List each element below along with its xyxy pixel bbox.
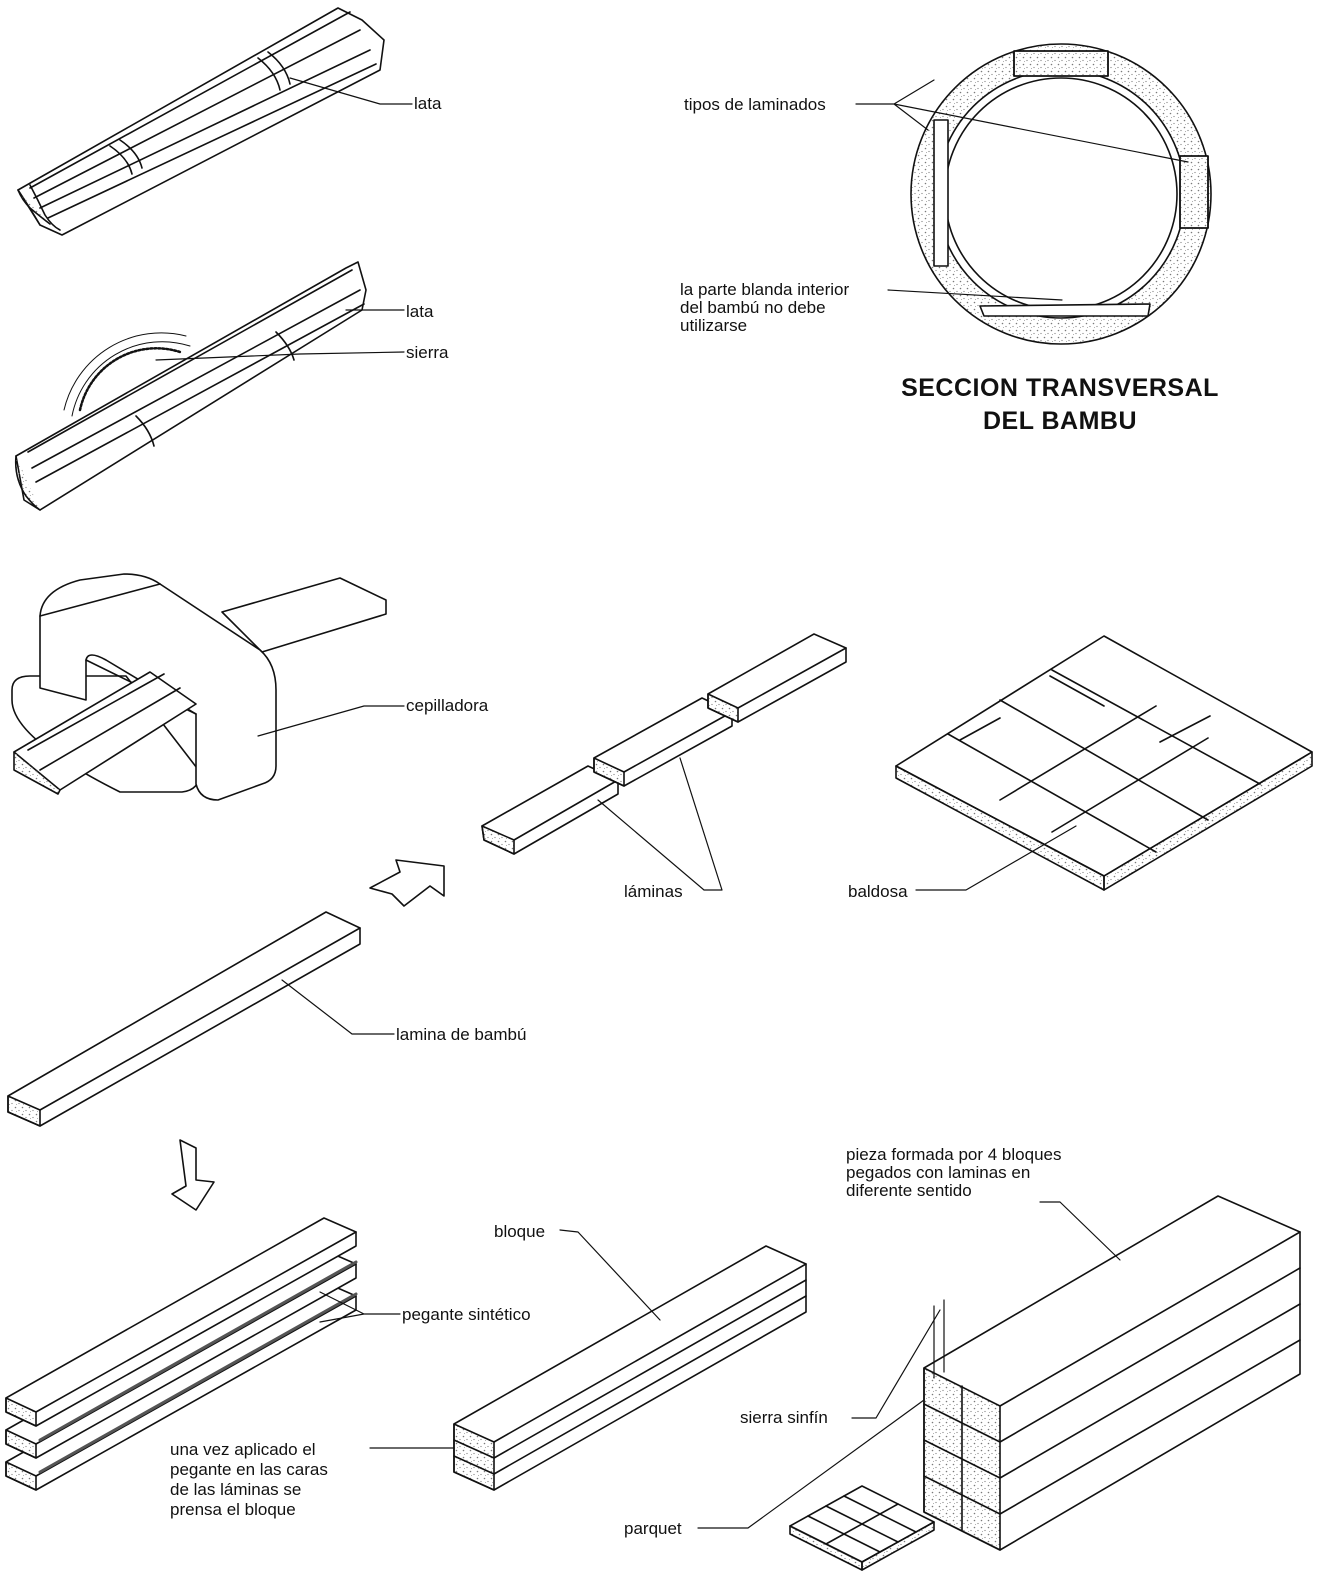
cepilladora-drawing (11, 573, 387, 801)
arrow-right-drawing (369, 859, 445, 907)
label-sierra-sinfin: sierra sinfín (740, 1408, 828, 1427)
label-parquet: parquet (624, 1519, 682, 1538)
label-pegante: pegante sintético (402, 1305, 531, 1324)
label-lata-2: lata (406, 302, 434, 321)
bloque-drawing (453, 1245, 807, 1491)
cross-section-drawing (910, 43, 1212, 345)
title-line-2: DEL BAMBU (982, 407, 1138, 435)
label-cepilladora: cepilladora (406, 696, 489, 715)
pieza-drawing (923, 1195, 1301, 1551)
label-lata-1: lata (414, 94, 442, 113)
lata-sierra-drawing (14, 261, 367, 511)
label-laminas: láminas (624, 882, 683, 901)
parquet-drawing (789, 1485, 935, 1571)
stacked-laminas-drawing (5, 1217, 358, 1491)
label-parte-blanda: la parte blanda interior del bambú no de… (680, 280, 850, 335)
leader-lines (155, 77, 1189, 1529)
label-lamina-bambu: lamina de bambú (396, 1025, 527, 1044)
label-sierra: sierra (406, 343, 449, 362)
arrow-down-drawing (171, 1139, 215, 1211)
section-title: SECCION TRANSVERSAL DEL BAMBU (860, 372, 1260, 438)
title-line-1: SECCION TRANSVERSAL (901, 374, 1219, 402)
laminas-drawing (481, 633, 847, 855)
label-una-vez: una vez aplicado el pegante en las caras… (170, 1440, 328, 1519)
label-baldosa: baldosa (848, 882, 908, 901)
lata-half-culm-drawing (17, 7, 385, 236)
label-pieza: pieza formada por 4 bloques pegados con … (846, 1145, 1062, 1200)
baldosa-drawing (895, 635, 1313, 891)
label-tipos-laminados: tipos de laminados (684, 95, 826, 114)
lamina-bambu-drawing (7, 911, 361, 1127)
label-bloque: bloque (494, 1222, 546, 1241)
